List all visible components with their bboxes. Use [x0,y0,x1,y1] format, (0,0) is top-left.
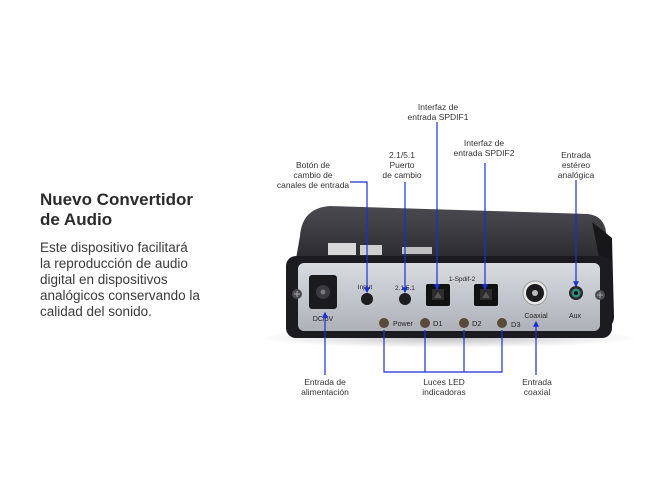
description-line: analógicos conservando la [40,288,200,303]
description-line: la reproducción de audio [40,256,188,271]
description-line: digital en dispositivos [40,272,168,287]
spdif-port-1 [426,284,450,306]
callout-text: canales de entrada [276,180,350,190]
callout-text: alimentación [301,387,349,397]
description-line: Este dispositivo facilitará [40,240,188,255]
led-power [379,318,389,328]
d1-label: D1 [433,319,443,328]
callout-puerto: 2.1/5.1 Puerto de cambio [375,150,429,180]
spdif-port-2 [474,284,498,306]
d3-label: D3 [511,320,521,329]
callout-text: Puerto [389,160,415,170]
callout-boton: Botón de cambio de canales de entrada [272,160,354,190]
led-d2 [459,318,469,328]
screw-right [595,290,605,300]
callout-line-leds [383,330,503,373]
callout-text: cambio de [293,170,333,180]
coaxial-label: Coaxial [524,313,548,320]
mode-button [399,293,411,305]
callout-text: Entrada [561,150,591,160]
logo-mark [360,245,382,255]
callout-text: indicadoras [422,387,466,397]
callout-text: entrada SPDIF2 [453,148,515,158]
callout-text: Botón de [295,160,331,170]
logo-mark [402,247,432,254]
input-label: Input [358,284,373,291]
callout-alimentacion: Entrada de alimentación [294,377,356,397]
callout-leds: Luces LED indicadoras [414,377,474,397]
aux-label: Aux [569,313,582,320]
callout-spdif2: Interfaz de entrada SPDIF2 [446,138,522,158]
callout-line-boton [350,181,370,294]
callout-spdif1: Interfaz de entrada SPDIF1 [403,102,473,122]
callout-coaxial: Entrada coaxial [512,377,562,397]
callout-text: Entrada de [304,377,346,387]
description-line: calidad del sonido. [40,304,152,319]
coaxial-port [522,280,548,306]
callout-text: de cambio [382,170,422,180]
callout-text: entrada SPDIF1 [407,112,469,122]
led-d1 [420,318,430,328]
title-line-2: de Audio [40,210,113,229]
led-d3 [497,318,507,328]
callout-text: Interfaz de [417,102,459,112]
dc-label: DC/5V [313,316,334,323]
callout-text: Entrada [522,377,552,387]
callout-text: analógica [557,170,595,180]
logo-mark [328,243,356,255]
power-label: Power [393,321,414,328]
callout-text: coaxial [523,387,551,397]
input-button [361,293,373,305]
callout-text: 2.1/5.1 [389,150,415,160]
callout-text: Interfaz de [463,138,505,148]
callout-aux: Entrada estéreo analógica [548,150,604,180]
callout-text: Luces LED [423,377,465,387]
callout-text: estéreo [561,160,591,170]
spdif-label: 1-Spdif-2 [449,276,476,283]
screw-left [292,289,302,299]
d2-label: D2 [472,319,482,328]
page-title: Nuevo Convertidor de Audio [40,190,240,230]
aux-port [569,286,583,300]
title-line-1: Nuevo Convertidor [40,190,194,209]
description: Este dispositivo facilitará la reproducc… [40,240,230,320]
